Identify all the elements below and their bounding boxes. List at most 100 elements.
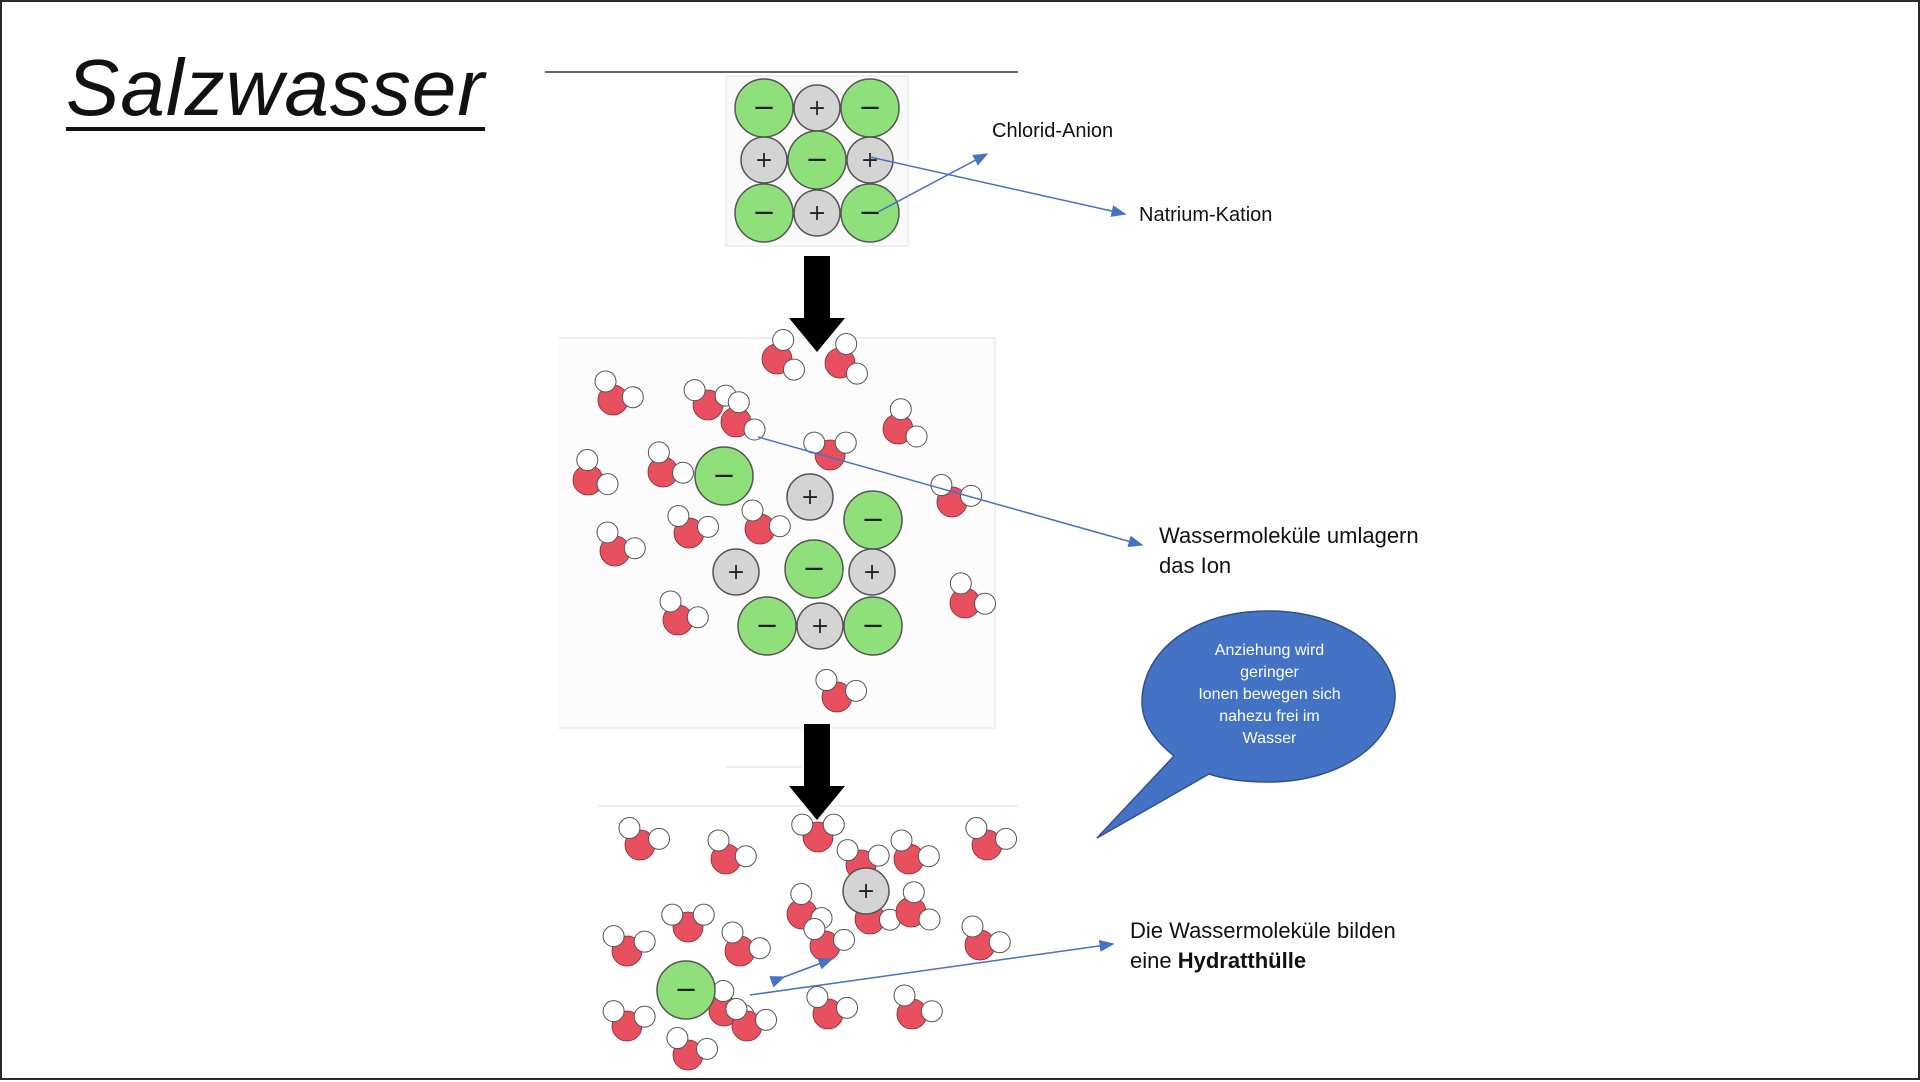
plus-sign: + (811, 614, 829, 639)
plus-sign: + (755, 148, 773, 173)
sodium-cation: + (712, 548, 760, 596)
water-molecule (761, 328, 805, 381)
chloride-anion: − (840, 78, 900, 138)
chloride-anion: − (694, 446, 754, 506)
chloride-anion: − (734, 183, 794, 243)
water-molecule (890, 829, 940, 875)
slide-title: Salzwasser (66, 43, 486, 132)
arrow-water-rearrange (757, 436, 1144, 548)
hydrated-ions: +− (656, 867, 890, 1020)
chloride-anion: − (737, 596, 797, 656)
water-molecule (618, 817, 671, 861)
water-molecule (659, 590, 709, 636)
water-molecule (882, 398, 928, 448)
speech-bubble-text: Anziehung wird geringer Ionen bewegen si… (1162, 640, 1377, 750)
speech-bubble (1096, 610, 1396, 839)
chloride-anion: − (843, 596, 903, 656)
water-molecules-dissolving (572, 328, 996, 713)
water-molecule (596, 521, 646, 567)
plus-sign: + (808, 96, 826, 121)
plus-sign: + (801, 485, 819, 510)
crystal-lattice: − + − + − + − + − (734, 78, 900, 243)
water-molecule (961, 915, 1011, 961)
water-molecule (661, 903, 715, 943)
water-molecule (791, 813, 845, 853)
minus-sign: − (752, 92, 775, 124)
minus-sign: − (802, 553, 825, 585)
water-molecule (803, 431, 857, 471)
sodium-cation: + (842, 867, 890, 915)
water-molecule (647, 441, 694, 488)
minus-sign: − (861, 610, 884, 642)
plus-sign: + (808, 201, 826, 226)
minus-sign: − (858, 92, 881, 124)
chloride-anion: − (843, 490, 903, 550)
chloride-anion: − (840, 183, 900, 243)
water-molecule (965, 817, 1018, 861)
minus-sign: − (712, 460, 735, 492)
water-molecule (949, 572, 996, 619)
water-molecule (803, 918, 856, 962)
water-molecule (893, 984, 943, 1030)
sodium-cation: + (796, 602, 844, 650)
chloride-anion: − (787, 130, 847, 190)
water-molecule (667, 505, 720, 549)
water-molecules-hydration (602, 813, 1018, 1071)
water-molecule (895, 881, 941, 931)
minus-sign: − (858, 197, 881, 229)
sodium-cation: + (793, 84, 841, 132)
arrow-chlorid-anion (877, 153, 989, 213)
chloride-anion: − (734, 78, 794, 138)
sodium-cation: + (846, 136, 894, 184)
sodium-cation: + (740, 136, 788, 184)
water-molecule (594, 370, 644, 416)
label-hydration-bold: Hydratthülle (1177, 948, 1307, 973)
label-water-rearrange-line1: Wassermoleküle umlagern (1159, 523, 1419, 548)
water-molecule (806, 986, 859, 1030)
water-molecule (707, 829, 757, 875)
water-molecule (720, 391, 766, 441)
sodium-cation: + (786, 473, 834, 521)
bubble-line: Ionen bewegen sich (1198, 686, 1341, 703)
label-hydration-shell: Die Wassermoleküle bilden eine Hydratthü… (1130, 916, 1460, 976)
plus-sign: + (727, 560, 745, 585)
water-molecule (666, 1027, 719, 1071)
label-chlorid-anion: Chlorid-Anion (992, 120, 1114, 142)
water-molecule (572, 449, 619, 496)
chloride-anion: − (784, 539, 844, 599)
sodium-cation: + (793, 189, 841, 237)
water-molecule (725, 998, 778, 1042)
label-water-rearrange: Wassermoleküle umlagern das Ion (1159, 521, 1459, 581)
sodium-cation: + (848, 548, 896, 596)
minus-sign: − (752, 197, 775, 229)
plus-sign: + (857, 879, 875, 904)
water-molecule (721, 921, 771, 967)
bubble-line: nahezu frei im (1219, 708, 1320, 725)
label-water-rearrange-line2: das Ion (1159, 553, 1232, 578)
water-molecule (602, 1000, 656, 1042)
ions-dissolving: −+−+−+−+− (694, 446, 903, 656)
minus-sign: − (805, 144, 828, 176)
process-arrow-2 (789, 724, 845, 820)
water-molecule (602, 925, 656, 967)
bubble-line: Anziehung wird (1214, 642, 1325, 659)
plus-sign: + (861, 148, 879, 173)
process-arrow-1 (789, 256, 845, 352)
label-hydration-line1: Die Wassermoleküle bilden (1130, 918, 1396, 943)
label-hydration-line2: eine Hydratthülle (1130, 946, 1460, 976)
label-hydration-prefix: eine (1130, 948, 1178, 973)
water-molecule (741, 499, 791, 545)
water-molecule (815, 669, 868, 713)
minus-sign: − (861, 504, 884, 536)
bubble-line: Wasser (1242, 730, 1297, 747)
label-natrium-kation: Natrium-Kation (1139, 204, 1273, 226)
water-molecule (824, 332, 868, 385)
arrow-natrium-kation (869, 156, 1127, 217)
minus-sign: − (674, 974, 697, 1006)
minus-sign: − (755, 610, 778, 642)
arrow-distance (769, 958, 834, 988)
bubble-line: geringer (1240, 664, 1299, 681)
chloride-anion: − (656, 960, 716, 1020)
